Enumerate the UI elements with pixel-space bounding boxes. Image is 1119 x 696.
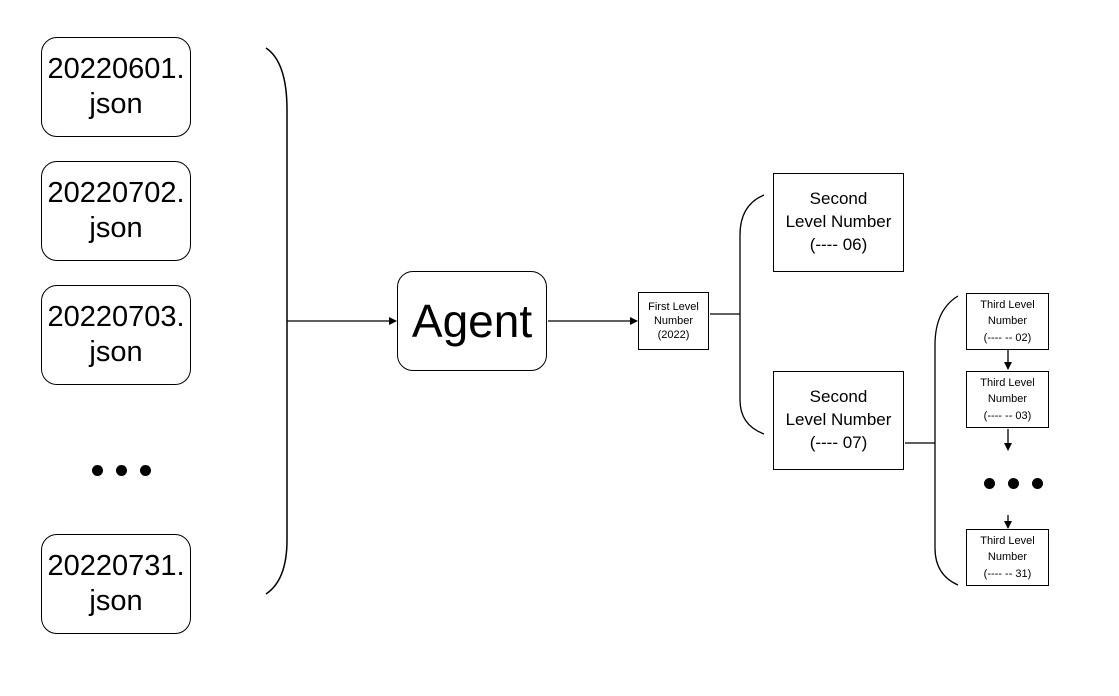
second-level-brace [739, 194, 765, 435]
third-level-box: Third Level Number (---- -- 02) [966, 293, 1049, 350]
third-level-box: Third Level Number (---- -- 31) [966, 529, 1049, 586]
json-file-box: 20220702. json [41, 161, 191, 261]
files-brace [265, 47, 288, 595]
json-file-box: 20220731. json [41, 534, 191, 634]
third-level-box: Third Level Number (---- -- 03) [966, 371, 1049, 428]
second-level-box: Second Level Number (---- 07) [773, 371, 904, 470]
second-level-box: Second Level Number (---- 06) [773, 173, 904, 272]
ellipsis-dots [92, 465, 151, 476]
agent-box: Agent [397, 271, 547, 371]
third-level-brace [934, 295, 959, 586]
first-level-box: First Level Number (2022) [638, 292, 709, 350]
json-file-box: 20220601. json [41, 37, 191, 137]
ellipsis-dots [984, 478, 1043, 489]
json-file-box: 20220703. json [41, 285, 191, 385]
